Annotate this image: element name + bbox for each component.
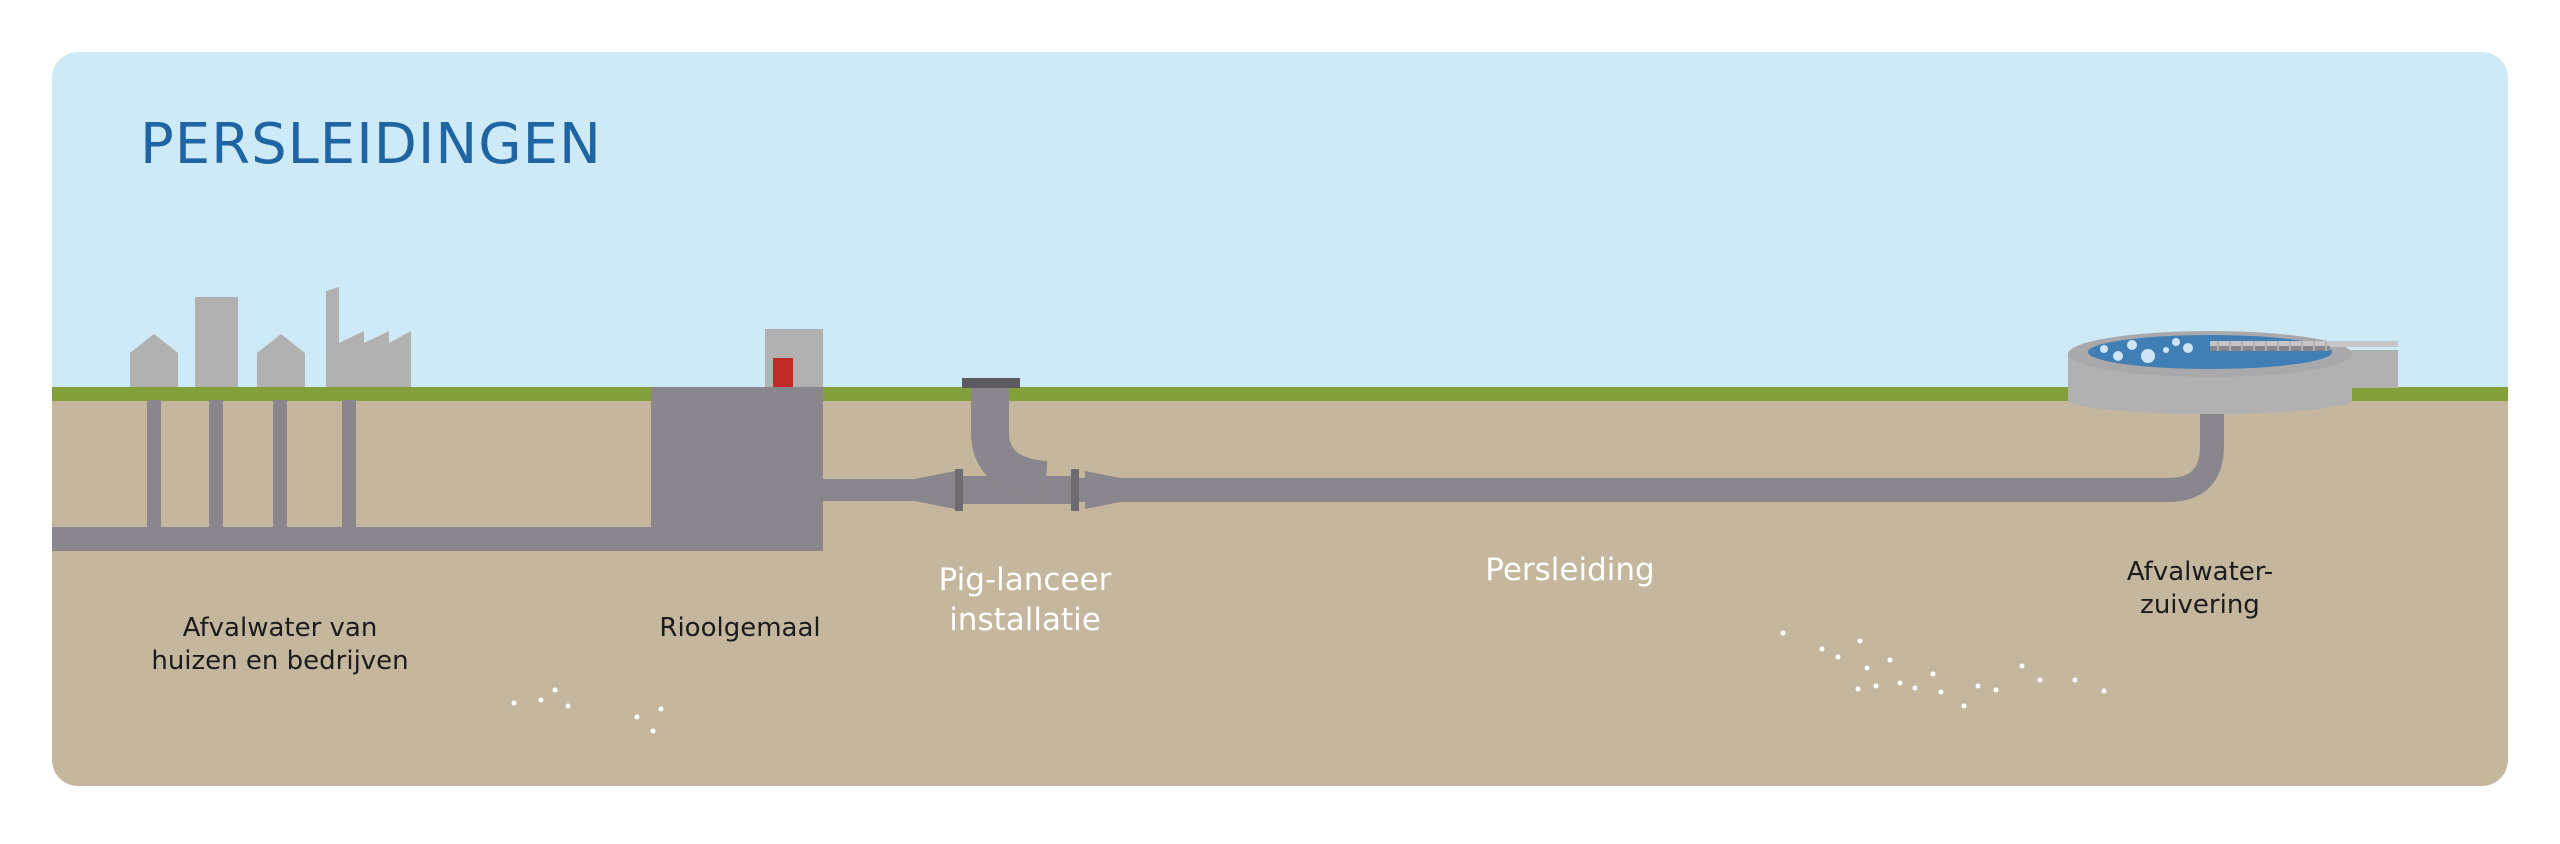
pig-lanceer-installatie-pipe (971, 384, 1049, 499)
office-building-icon (195, 297, 238, 387)
factory-icon (326, 287, 411, 387)
houses-and-factories (130, 287, 411, 387)
label-pig-lanceer-installatie: Pig-lanceer installatie (938, 562, 1112, 638)
house-icon (257, 334, 305, 387)
collector-pipes (52, 400, 652, 551)
sewer-main-pipe (52, 527, 652, 551)
page-title: PERSLEIDINGEN (140, 112, 602, 177)
label-afvalwater-van-huizen-en-bedrijven: Afvalwater van huizen en bedrijven (151, 613, 409, 677)
rioolgemaal-pit (651, 387, 823, 551)
soil (52, 400, 2508, 786)
sky (52, 52, 2508, 388)
pig-lanceer-hatch (962, 378, 1020, 388)
soil-specks (511, 630, 2107, 734)
rioolgemaal-door (773, 358, 793, 387)
label-rioolgemaal: Rioolgemaal (659, 613, 821, 643)
house-icon (130, 334, 178, 387)
label-persleiding: Persleiding (1485, 552, 1655, 588)
label-afvalwaterzuivering: Afvalwater- zuivering (2126, 557, 2274, 621)
afvalwaterzuivering-icon (2068, 331, 2398, 414)
